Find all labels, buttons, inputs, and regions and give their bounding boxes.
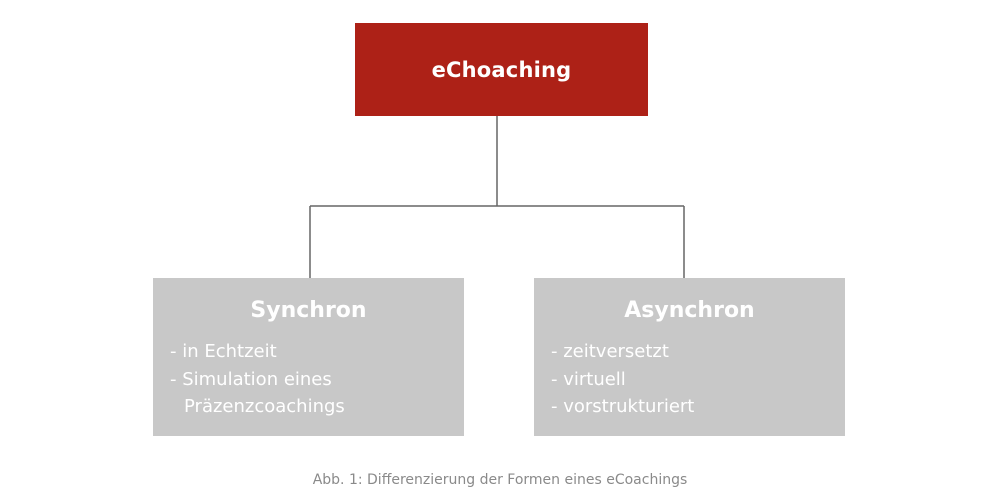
- child-node-list: - in Echtzeit - Simulation eines Präzenz…: [170, 338, 454, 421]
- child-node-list: - zeitversetzt - virtuell - vorstrukturi…: [551, 338, 835, 421]
- list-item: - virtuell: [551, 368, 626, 390]
- child-node-title: Asynchron: [624, 298, 755, 323]
- root-node-label: eChoaching: [431, 57, 572, 82]
- child-node-asynchron: Asynchron - zeitversetzt - virtuell - vo…: [534, 278, 845, 436]
- list-item: - vorstrukturiert: [551, 396, 695, 417]
- list-item: - zeitversetzt: [551, 341, 669, 362]
- figure-caption: Abb. 1: Differenzierung der Formen eines…: [312, 472, 688, 488]
- list-item: - in Echtzeit: [170, 341, 277, 362]
- root-node-echoaching: eChoaching: [355, 23, 648, 116]
- child-node-synchron: Synchron - in Echtzeit - Simulation eine…: [153, 278, 464, 436]
- list-item: - Simulation eines Präzenzcoachings: [170, 368, 345, 418]
- child-node-title: Synchron: [250, 298, 367, 323]
